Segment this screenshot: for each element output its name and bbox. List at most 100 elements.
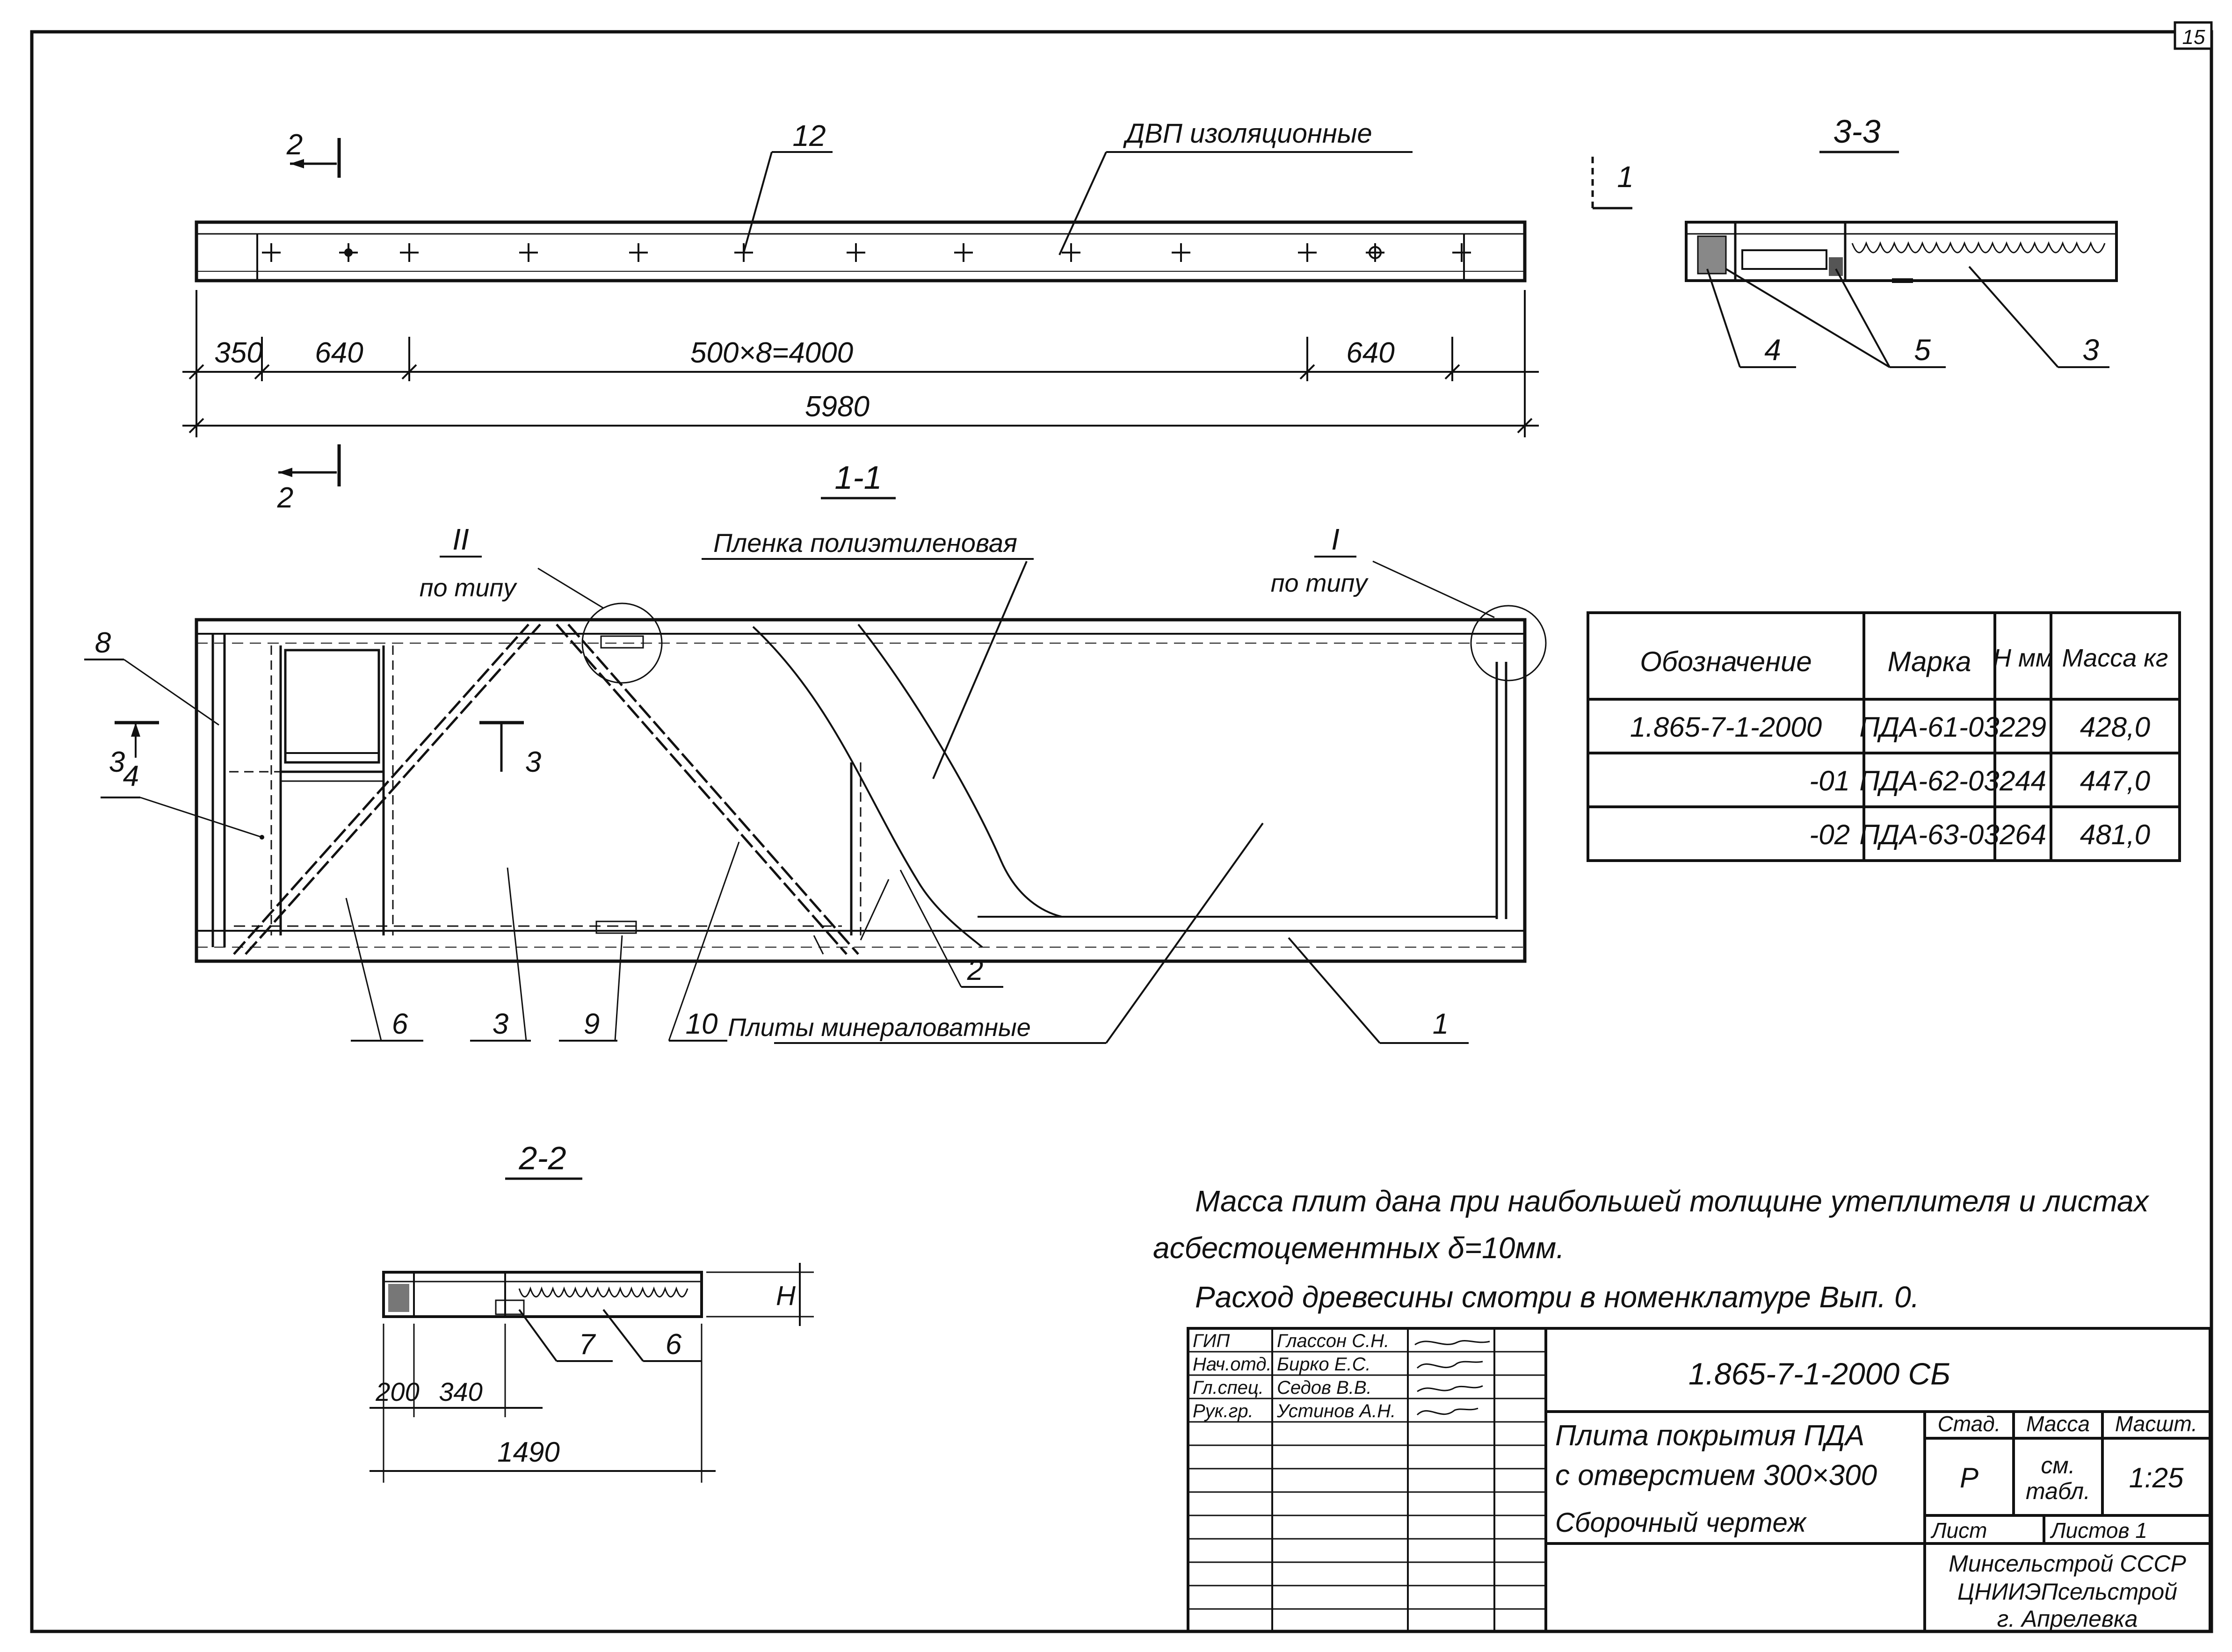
position-3: 3 <box>493 1008 508 1040</box>
plan-view: 12 ДВП изоляционные 2 2 1 <box>195 118 1634 514</box>
detail-I-label: I <box>1331 522 1340 556</box>
signature-scribbles <box>1414 1340 1490 1416</box>
section-1-1: 1-1 <box>195 459 1547 963</box>
cut-mark-3-left: 3 <box>109 746 125 778</box>
section-2-2-title: 2-2 <box>518 1140 566 1176</box>
signer-name-4: Устинов А.Н. <box>1276 1401 1396 1421</box>
signer-name-2: Бирко Е.С. <box>1277 1354 1371 1375</box>
spec-row2-designation: -01 <box>1809 765 1850 797</box>
detail-II-label: II <box>452 522 469 556</box>
spec-row2-mark: ПДА-62-03 <box>1859 765 1999 797</box>
signer-role-3: Гл.спец. <box>1193 1377 1264 1398</box>
section-1-1-annotations: II по типу I по типу Пленка полиэтиленов… <box>84 522 1495 1044</box>
org-line-3: г. Апрелевка <box>1997 1606 2138 1632</box>
title-line-3: Сборочный чертеж <box>1555 1507 1807 1538</box>
note-line-1: Масса плит дана при наибольшей толщине у… <box>1195 1184 2150 1218</box>
sheet-number-box <box>2174 21 2213 50</box>
dim-640-left: 640 <box>315 337 363 369</box>
mineral-wool-label: Плиты минераловатные <box>728 1014 1031 1042</box>
spec-row3-mark: ПДА-63-03 <box>1859 819 1999 850</box>
sec22-dim-1490: 1490 <box>497 1436 559 1468</box>
spec-row3-designation: -02 <box>1809 819 1850 850</box>
title-block <box>1187 1327 2211 1633</box>
plan-fasteners <box>262 243 1471 262</box>
note-line-3: Расход древесины смотри в номенклатуре В… <box>1195 1280 1919 1314</box>
mass-value-1: см. <box>2041 1452 2075 1478</box>
sec33-position-3: 3 <box>2082 333 2099 367</box>
sec22-dim-200: 200 <box>375 1377 419 1406</box>
sec22-dim-h: H <box>776 1281 796 1311</box>
section-1-1-outline <box>195 618 1527 963</box>
sheet-label: Лист <box>1930 1518 1987 1543</box>
sheet-number: 15 <box>2182 26 2205 49</box>
section-3-3: 3-3 4 5 3 <box>1685 113 2118 368</box>
position-4: 4 <box>123 760 139 792</box>
sec22-position-6: 6 <box>666 1328 682 1361</box>
film-label: Пленка полиэтиленовая <box>713 528 1017 558</box>
spec-table <box>1587 611 2181 862</box>
org-line-1: Минсельстрой СССР <box>1949 1551 2186 1577</box>
detail-II-circle <box>581 602 663 684</box>
sheets-label: Листов 1 <box>2050 1518 2147 1543</box>
spec-row3-h: 264 <box>1999 819 2046 850</box>
position-2: 2 <box>967 954 983 986</box>
section-3-3-title: 3-3 <box>1833 113 1880 150</box>
plan-dimensions <box>182 290 1539 437</box>
spec-header-h: H мм <box>1993 644 2053 672</box>
spec-row2-mass: 447,0 <box>2080 765 2150 797</box>
note-line-2: асбестоцементных δ=10мм. <box>1153 1231 1565 1265</box>
position-12-label: 12 <box>792 119 826 152</box>
spec-row1-h: 229 <box>1999 711 2046 743</box>
dvp-label: ДВП изоляционные <box>1123 118 1372 149</box>
detail-I-po-tipu: по типу <box>1271 569 1369 597</box>
sec22-position-7: 7 <box>579 1328 596 1361</box>
position-1: 1 <box>1433 1008 1449 1040</box>
sec22-dim-340: 340 <box>439 1377 482 1406</box>
signer-name-1: Глассон С.Н. <box>1277 1331 1389 1351</box>
position-6: 6 <box>392 1008 408 1040</box>
title-line-1: Плита покрытия ПДА <box>1555 1420 1864 1452</box>
opening-300x300 <box>284 649 380 764</box>
stage-value: Р <box>1960 1462 1978 1493</box>
position-8: 8 <box>95 627 111 659</box>
detail-I-circle <box>1470 605 1547 681</box>
dim-5980: 5980 <box>805 391 870 423</box>
section-1-1-title: 1-1 <box>834 459 882 496</box>
spec-row1-mass: 428,0 <box>2080 711 2150 743</box>
spec-row2-h: 244 <box>1999 765 2046 797</box>
signer-role-2: Нач.отд. <box>1193 1354 1272 1375</box>
mass-value-2: табл. <box>2026 1478 2090 1504</box>
section-2-2: 2-2 H 7 6 200 340 1490 <box>370 1140 814 1483</box>
mass-label: Масса <box>2026 1412 2090 1436</box>
spec-header-mark: Марка <box>1887 646 1971 677</box>
dim-640-right: 640 <box>1346 337 1394 369</box>
spec-row3-mass: 481,0 <box>2080 819 2150 850</box>
spec-header-designation: Обозначение <box>1640 646 1812 677</box>
position-10: 10 <box>686 1008 718 1040</box>
sec33-position-5: 5 <box>1914 333 1931 367</box>
org-line-2: ЦНИИЭПсельстрой <box>1957 1579 2177 1605</box>
dim-350: 350 <box>214 337 262 369</box>
cut-mark-2-bottom: 2 <box>277 482 293 514</box>
sec33-position-4: 4 <box>1764 333 1781 367</box>
signer-role-4: Рук.гр. <box>1193 1401 1254 1421</box>
plan-outline <box>195 220 1527 283</box>
doc-code: 1.865-7-1-2000 СБ <box>1688 1356 1950 1391</box>
drawing-frame <box>30 30 2213 1633</box>
dim-500x8: 500×8=4000 <box>690 337 853 369</box>
scale-label: Масшт. <box>2115 1412 2197 1436</box>
title-line-2: с отверстием 300×300 <box>1555 1459 1877 1492</box>
scale-value: 1:25 <box>2129 1462 2184 1493</box>
spec-row1-designation: 1.865-7-1-2000 <box>1630 711 1822 743</box>
spec-row1-mark: ПДА-61-03 <box>1859 711 1999 743</box>
cut-mark-2-top: 2 <box>286 129 303 161</box>
signer-role-1: ГИП <box>1193 1331 1230 1351</box>
cut-mark-3-mid: 3 <box>525 746 541 778</box>
cut-mark-1: 1 <box>1617 160 1634 194</box>
position-9: 9 <box>584 1008 600 1040</box>
signer-name-3: Седов В.В. <box>1277 1377 1372 1398</box>
spec-header-mass: Масса кг <box>2062 644 2168 672</box>
detail-II-po-tipu: по типу <box>420 574 517 602</box>
stage-label: Стад. <box>1938 1412 2001 1436</box>
